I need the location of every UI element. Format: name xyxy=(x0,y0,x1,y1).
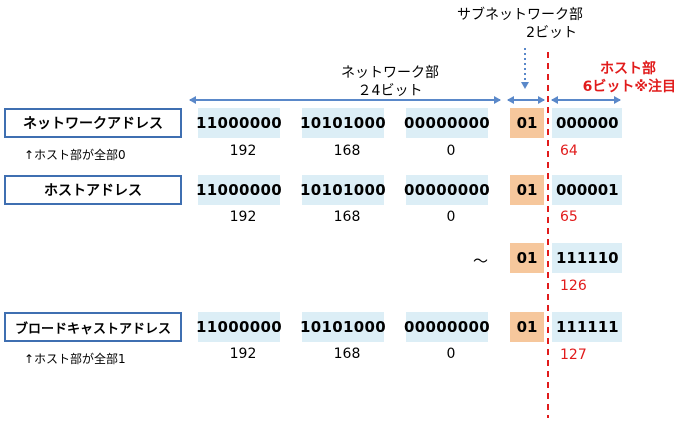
host-octet-1: 11000000 xyxy=(196,175,282,205)
host-decimal-3: 0 xyxy=(446,209,456,225)
broadcast-host-bits: 111111 xyxy=(552,312,622,342)
network-part-title: ネットワーク部 ２4ビット xyxy=(320,64,460,100)
network-decimal-1: 192 xyxy=(229,143,257,159)
host-octet-2: 10101000 xyxy=(300,175,386,205)
network-octet-2: 10101000 xyxy=(300,108,386,138)
host-address-label: ホストアドレス xyxy=(4,175,182,205)
broadcast-subnet-bits: 01 xyxy=(510,312,544,342)
network-decimal-3: 0 xyxy=(446,143,456,159)
host-host-bits: 000001 xyxy=(552,175,622,205)
broadcast-host-decimal: 127 xyxy=(560,347,587,363)
network-host-bits: 000000 xyxy=(552,108,622,138)
network-octet-3: 00000000 xyxy=(404,108,490,138)
host-subnet-bits: 01 xyxy=(510,175,544,205)
network-address-label: ネットワークアドレス xyxy=(4,108,182,138)
range-subnet-bits: 01 xyxy=(510,243,544,273)
host-host-decimal: 65 xyxy=(560,209,578,225)
host-decimal-2: 168 xyxy=(333,209,361,225)
subnet-title-text: サブネットワーク部 xyxy=(457,7,583,23)
broadcast-note: ↑ホスト部が全部1 xyxy=(24,352,126,366)
network-title-text: ネットワーク部 xyxy=(341,65,439,81)
host-part-title: ホスト部 6ビット※注目 xyxy=(556,60,676,96)
network-note: ↑ホスト部が全部0 xyxy=(24,148,126,162)
broadcast-decimal-2: 168 xyxy=(333,346,361,362)
host-octet-3: 00000000 xyxy=(404,175,490,205)
network-decimal-2: 168 xyxy=(333,143,361,159)
subnet-title: サブネットワーク部 2ビット xyxy=(455,6,585,42)
host-title-text: ホスト部 xyxy=(600,61,656,77)
broadcast-decimal-1: 192 xyxy=(229,346,257,362)
host-bits-text: 6ビット※注目 xyxy=(582,79,676,95)
broadcast-address-label: ブロードキャストアドレス xyxy=(4,312,182,342)
range-tilde: ～ xyxy=(473,252,489,270)
broadcast-decimal-3: 0 xyxy=(446,346,456,362)
broadcast-octet-3: 00000000 xyxy=(404,312,490,342)
network-host-decimal: 64 xyxy=(560,143,578,159)
network-subnet-bits: 01 xyxy=(510,108,544,138)
network-octet-1: 11000000 xyxy=(196,108,282,138)
broadcast-octet-2: 10101000 xyxy=(300,312,386,342)
range-host-decimal: 126 xyxy=(560,278,587,294)
network-bits-text: ２4ビット xyxy=(357,83,423,99)
range-host-bits: 111110 xyxy=(552,243,622,273)
host-decimal-1: 192 xyxy=(229,209,257,225)
broadcast-octet-1: 11000000 xyxy=(196,312,282,342)
subnet-bits-text: 2ビット xyxy=(526,25,577,41)
